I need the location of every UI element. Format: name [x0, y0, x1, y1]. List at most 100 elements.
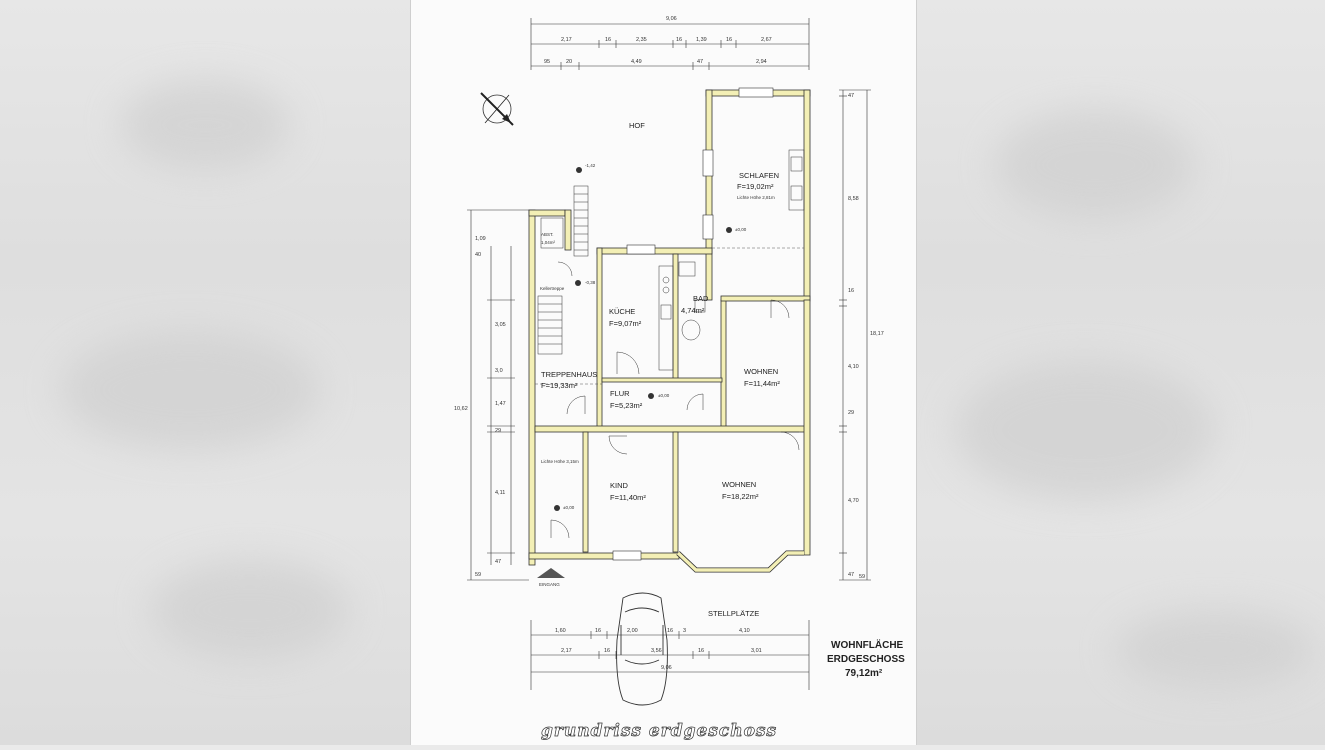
- room-kueche-area: F=9,07m²: [609, 319, 642, 328]
- dim-label: 16: [595, 628, 601, 634]
- floorplan-sheet: 9,06 2,17 16 2,35 16 1,39 16 2,67 95 20 …: [410, 0, 917, 745]
- dim-label: 2,94: [756, 59, 767, 65]
- left-dimension-labels: 1,09 40 3,05 3,0 1,47 29 4,11 47 59 10,6…: [454, 236, 506, 578]
- room-kind-area: F=11,40m²: [610, 493, 646, 502]
- bathroom-fixtures: [678, 261, 706, 341]
- blur-blob: [120, 80, 290, 170]
- dim-label: 3,56: [651, 648, 662, 654]
- level-label: ±0,00: [563, 505, 575, 510]
- room-schlafen-area: F=19,02m²: [737, 182, 774, 191]
- dim-label: 2,17: [561, 37, 572, 43]
- wohnflaeche-value: 79,12m²: [845, 668, 883, 679]
- wohnflaeche-title: WOHNFLÄCHE: [831, 638, 904, 651]
- top-dimensions: [530, 18, 810, 70]
- dashed-lines: [535, 247, 804, 385]
- dim-label: 4,70: [848, 498, 859, 504]
- dim-label: 29: [848, 410, 854, 416]
- entrance-arrow-icon: [537, 568, 565, 578]
- dim-label: 47: [848, 572, 854, 578]
- dim-label: 4,49: [631, 59, 642, 65]
- room-wohnen2: WOHNEN: [722, 480, 756, 489]
- dim-row3: 95 20 4,49 47 2,94: [544, 59, 767, 65]
- dim-label: 8,58: [848, 196, 859, 202]
- dim-label: 3,05: [495, 322, 506, 328]
- dim-label: 59: [859, 574, 865, 580]
- windows: [612, 87, 774, 561]
- room-flur: FLUR: [610, 389, 630, 398]
- car-icon: [616, 592, 668, 706]
- level-label: ±0,00: [735, 227, 747, 232]
- bedroom-furniture: [788, 149, 805, 211]
- room-abst: ABST.: [541, 232, 554, 237]
- room-kueche: KÜCHE: [609, 307, 635, 316]
- dim-label: 2,35: [636, 37, 647, 43]
- right-dimension-labels: 47 8,58 16 4,10 29 4,70 47 59 18,17: [848, 93, 884, 580]
- dim-label: 16: [726, 37, 732, 43]
- room-wohnen1: WOHNEN: [744, 367, 778, 376]
- dim-label: 40: [475, 252, 481, 258]
- wohnflaeche-floor: ERDGESCHOSS: [827, 654, 905, 665]
- room-hof: HOF: [629, 121, 645, 130]
- room-treppenhaus-area: F=19,33m²: [541, 381, 578, 390]
- dim-label: 29: [495, 428, 501, 434]
- blur-blob: [60, 330, 320, 450]
- blur-blob: [955, 360, 1215, 500]
- room-wohnen2-area: F=18,22m²: [722, 492, 759, 501]
- dim-label: 59: [475, 572, 481, 578]
- room-treppenhaus: TREPPENHAUS: [541, 370, 597, 379]
- dim-row2: 2,17 16 2,35 16 1,39 16 2,67: [561, 37, 772, 43]
- dim-total-top: 9,06: [666, 16, 677, 22]
- room-abst-area: 1,04m²: [541, 240, 556, 245]
- dim-label: 1,60: [555, 628, 566, 634]
- doors: [550, 261, 800, 539]
- left-dimensions: [467, 209, 529, 581]
- room-wohnen1-area: F=11,44m²: [744, 379, 780, 388]
- room-kind: KIND: [610, 481, 629, 490]
- dim-label: 1,39: [696, 37, 707, 43]
- dim-label: 47: [697, 59, 703, 65]
- dim-label: 2,00: [627, 628, 638, 634]
- level-label: ±0,00: [658, 393, 670, 398]
- room-schlafen: SCHLAFEN: [739, 171, 779, 180]
- label-kellertreppe: Kellertreppe: [540, 286, 565, 291]
- label-lichte-hoehe: Lichte Höhe 3,15m: [541, 459, 579, 464]
- dim-label: 3,01: [751, 648, 762, 654]
- dim-label: 2,17: [561, 648, 572, 654]
- dim-label: 2,67: [761, 37, 772, 43]
- dim-total-bottom: 9,06: [661, 665, 672, 671]
- dim-label: 1,47: [495, 401, 506, 407]
- dim-label: 16: [676, 37, 682, 43]
- dim-label: 16: [604, 648, 610, 654]
- dim-label: 47: [495, 559, 501, 565]
- level-label: -0,38: [585, 280, 596, 285]
- dim-label: 3: [683, 628, 686, 634]
- kitchen-counter: [658, 265, 674, 371]
- bottom-dimensions: [530, 620, 810, 690]
- dim-label: 16: [698, 648, 704, 654]
- footer-title: grundriss erdgeschoss: [541, 721, 777, 741]
- dim-label: 18,17: [870, 331, 884, 337]
- dim-label: 3,0: [495, 368, 503, 374]
- dim-label: 16: [605, 37, 611, 43]
- blur-blob: [995, 110, 1195, 220]
- dim-label: 16: [848, 288, 854, 294]
- label-stellplaetze: STELLPLÄTZE: [708, 609, 759, 618]
- background-right: [915, 0, 1325, 745]
- dim-label: 47: [848, 93, 854, 99]
- room-flur-area: F=5,23m²: [610, 401, 643, 410]
- compass-icon: [480, 92, 514, 126]
- dim-label: 20: [566, 59, 572, 65]
- walls: [528, 89, 811, 566]
- room-bad-area: 4,74m²: [681, 306, 705, 315]
- background-left: [0, 0, 410, 745]
- dim-label: 4,11: [495, 490, 505, 496]
- room-schlafen-note: Lichte Höhe 2,81m: [737, 195, 775, 200]
- room-bad: BAD: [693, 294, 709, 303]
- floorplan-drawing: 9,06 2,17 16 2,35 16 1,39 16 2,67 95 20 …: [454, 16, 905, 741]
- level-markers: -1,42 ±0,00 -0,38 ±0,00 ±0,00: [554, 163, 747, 511]
- dim-label: 1,09: [475, 236, 486, 242]
- dim-label: 4,10: [848, 364, 859, 370]
- blur-blob: [150, 560, 350, 660]
- dim-label: 16: [667, 628, 673, 634]
- dim-label: 10,62: [454, 406, 468, 412]
